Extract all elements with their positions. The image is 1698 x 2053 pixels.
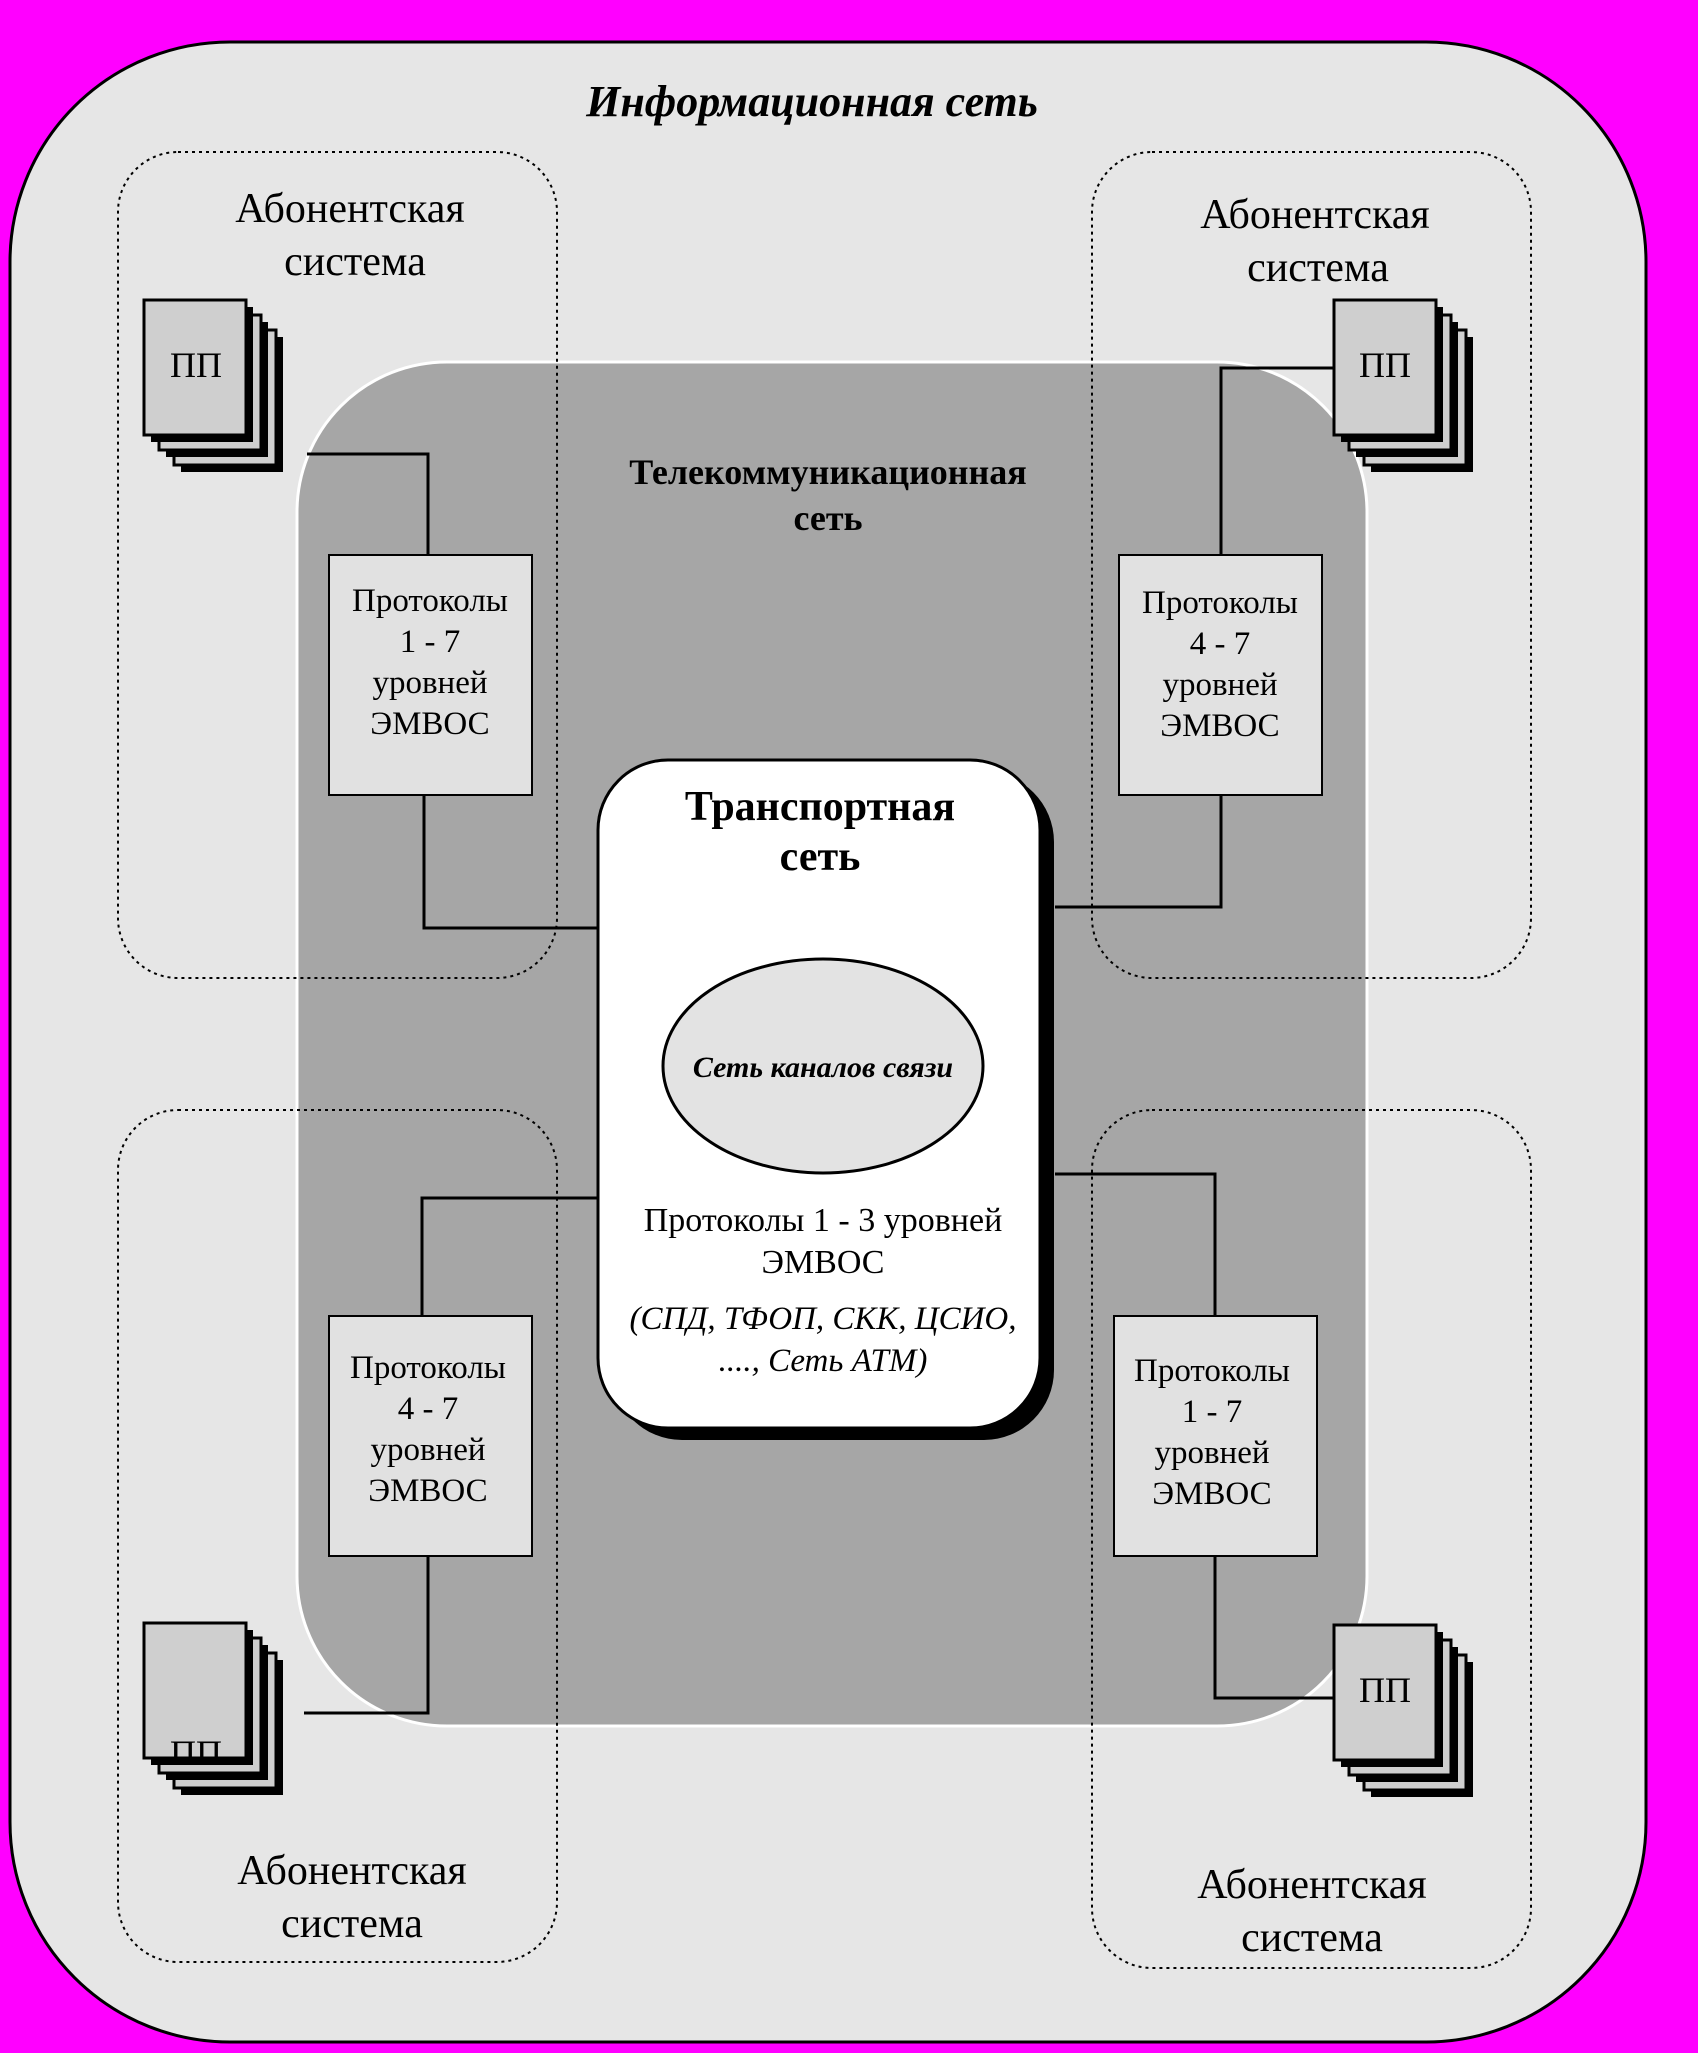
subscriber-system-top-left xyxy=(117,151,558,979)
protocol-text-bl-1: Протоколы xyxy=(350,1350,506,1386)
protocol-box-top-right xyxy=(1118,554,1323,796)
connectors xyxy=(304,366,1336,1715)
subscriber-label-bl-1: Абонентская xyxy=(237,1848,466,1894)
transport-networks-line2: ...., Сеть АТМ) xyxy=(719,1343,928,1379)
protocol-text-tr-4: ЭМВОС xyxy=(1160,708,1279,744)
connector-bottom-right xyxy=(1055,1172,1217,1316)
subscriber-system-top-right xyxy=(1091,151,1532,979)
protocol-text-tl-4: ЭМВОС xyxy=(370,706,489,742)
connector-bottom-right-lower xyxy=(1213,1556,1336,1700)
protocol-text-tr-2: 4 - 7 xyxy=(1190,626,1251,662)
protocol-text-bl-2: 4 - 7 xyxy=(398,1391,459,1427)
telecom-network-title-line1: Телекоммуникационная xyxy=(629,452,1027,492)
pp-stack-bottom-left: ПП xyxy=(142,1621,285,1797)
pp-stack-bottom-right: ПП xyxy=(1332,1623,1475,1799)
pp-label-tr: ПП xyxy=(1359,345,1411,385)
subscriber-label-tl-2: система xyxy=(284,239,426,285)
protocol-text-tl-3: уровней xyxy=(372,665,487,701)
pp-label-bl: ПП xyxy=(170,1733,222,1773)
telecom-network-title-line2: сеть xyxy=(793,498,862,538)
pp-stack-top-right: ПП xyxy=(1332,298,1475,474)
connector-bottom-left-lower xyxy=(304,1556,430,1715)
pp-label-tl: ПП xyxy=(170,345,222,385)
subscriber-label-br-1: Абонентская xyxy=(1197,1862,1426,1908)
protocol-text-br-3: уровней xyxy=(1154,1435,1269,1471)
subscriber-system-bottom-left xyxy=(117,1109,558,1963)
subscriber-label-tr-1: Абонентская xyxy=(1200,192,1429,238)
connector-top-left-lower xyxy=(422,795,598,930)
subscriber-label-br-2: система xyxy=(1241,1915,1383,1961)
pp-stack-top-left: ПП xyxy=(142,298,285,474)
transport-network-title-line2: сеть xyxy=(780,834,861,880)
protocol-text-tr-3: уровней xyxy=(1162,667,1277,703)
protocol-text-tl-2: 1 - 7 xyxy=(400,624,461,660)
protocol-text-tl-1: Протоколы xyxy=(352,583,508,619)
protocol-text-br-1: Протоколы xyxy=(1134,1353,1290,1389)
connector-top-right xyxy=(1219,366,1335,555)
protocol-box-bottom-left xyxy=(328,1315,533,1557)
connector-bottom-left xyxy=(420,1196,598,1316)
protocol-text-bl-3: уровней xyxy=(370,1432,485,1468)
subscriber-label-tr-2: система xyxy=(1247,245,1389,291)
channel-network-label: Сеть каналов связи xyxy=(693,1051,953,1084)
protocol-text-br-2: 1 - 7 xyxy=(1182,1394,1243,1430)
connector-top-right-lower xyxy=(1055,795,1223,909)
protocol-box-bottom-right xyxy=(1113,1315,1318,1557)
protocol-text-bl-4: ЭМВОС xyxy=(368,1473,487,1509)
transport-network-title-line1: Транспортная xyxy=(685,784,955,830)
subscriber-label-tl-1: Абонентская xyxy=(235,186,464,232)
subscriber-label-bl-2: система xyxy=(281,1901,423,1947)
protocol-text-tr-1: Протоколы xyxy=(1142,585,1298,621)
transport-networks-line1: (СПД, ТФОП, СКК, ЦСИО, xyxy=(630,1301,1017,1337)
pp-label-br: ПП xyxy=(1359,1670,1411,1710)
protocol-text-br-4: ЭМВОС xyxy=(1152,1476,1271,1512)
transport-protocols-line1: Протоколы 1 - 3 уровней xyxy=(644,1202,1003,1239)
information-network-title: Информационная сеть xyxy=(585,77,1038,126)
connector-top-left xyxy=(307,452,430,555)
channel-network-ellipse xyxy=(661,957,985,1175)
protocol-box-top-left xyxy=(328,554,533,796)
transport-protocols-line2: ЭМВОС xyxy=(761,1244,884,1281)
